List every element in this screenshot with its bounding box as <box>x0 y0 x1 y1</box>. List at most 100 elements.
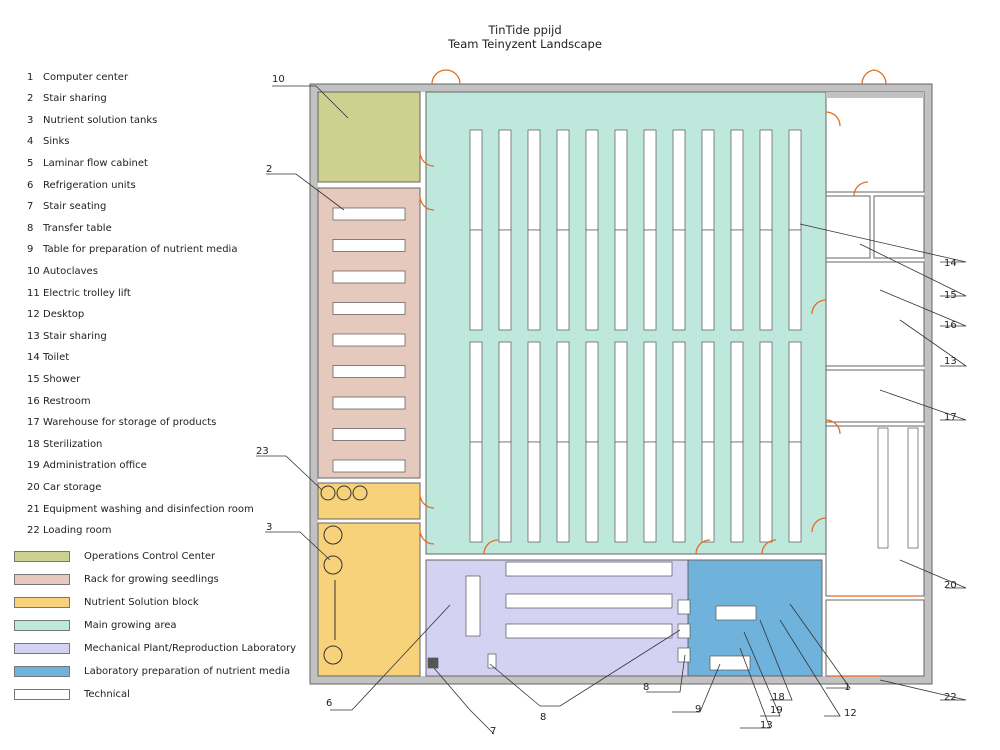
zone-label: Rack for growing seedlings <box>84 573 219 585</box>
legend-label: Stair sharing <box>43 93 107 105</box>
growing-rack <box>788 441 802 543</box>
legend-number: 6 <box>27 179 34 191</box>
legend-number: 15 <box>27 373 40 385</box>
growing-rack <box>498 341 512 443</box>
legend-number: 5 <box>27 157 34 169</box>
callout: 13 <box>944 356 957 367</box>
growing-rack <box>527 229 541 331</box>
growing-rack <box>759 229 773 331</box>
legend-label: Nutrient solution tanks <box>43 114 158 126</box>
growing-rack <box>469 129 483 231</box>
callout: 23 <box>256 446 269 457</box>
zone-nutrient-23 <box>317 482 421 520</box>
growing-rack <box>759 341 773 443</box>
growing-rack <box>614 229 628 331</box>
zone-label: Laboratory preparation of nutrient media <box>84 665 291 677</box>
zone-reproduction-lab <box>425 559 689 677</box>
growing-rack <box>672 229 686 331</box>
growing-rack <box>614 341 628 443</box>
growing-rack <box>672 129 686 231</box>
callout: 12 <box>844 708 857 719</box>
zone-operations-control <box>317 91 421 183</box>
growing-rack <box>556 229 570 331</box>
seedling-racks <box>332 207 406 473</box>
growing-rack <box>788 341 802 443</box>
zone-legend-item: Technical <box>14 687 130 701</box>
legend-label: Restroom <box>43 395 91 407</box>
growing-rack <box>585 441 599 543</box>
legend-label: Warehouse for storage of products <box>43 417 217 429</box>
growing-rack <box>643 341 657 443</box>
growing-rack <box>556 341 570 443</box>
callout: 14 <box>944 258 957 269</box>
plan-subtitle: Team Teinyzent Landscape <box>448 37 602 51</box>
growing-rack <box>614 441 628 543</box>
legend-label: Sterilization <box>43 438 103 450</box>
legend-number: 16 <box>27 395 40 407</box>
legend-label: Loading room <box>43 525 112 537</box>
legend-number: 20 <box>27 481 40 493</box>
callout: 19 <box>770 705 783 716</box>
legend-item: 1 Computer center <box>27 70 128 84</box>
growing-rack <box>701 229 715 331</box>
growing-rack <box>788 229 802 331</box>
plan-title: TinTide ppijd <box>488 23 562 37</box>
legend-number: 19 <box>27 460 40 472</box>
zone-swatch <box>14 642 70 654</box>
growing-rack <box>498 229 512 331</box>
callout: 10 <box>272 74 285 85</box>
zone-swatch <box>14 596 70 608</box>
callout: 9 <box>695 704 701 715</box>
legend-number: 17 <box>27 417 40 429</box>
zone-swatch <box>14 619 70 631</box>
legend-number: 13 <box>27 330 40 342</box>
seedling-rack <box>332 428 406 441</box>
zone-legend-item: Operations Control Center <box>14 549 215 563</box>
growing-rack <box>527 341 541 443</box>
seedling-rack <box>332 365 406 378</box>
legend-number: 18 <box>27 438 40 450</box>
seedling-rack <box>332 333 406 347</box>
legend-number: 4 <box>27 136 34 148</box>
legend-label: Administration office <box>43 460 147 472</box>
nutrient-tanks <box>320 485 368 665</box>
legend-label: Equipment washing and disinfection room <box>43 503 254 515</box>
growing-rack <box>556 129 570 231</box>
legend-item: 4 Sinks <box>27 135 69 149</box>
growing-rack <box>527 441 541 543</box>
growing-rack <box>672 441 686 543</box>
legend-label: Sinks <box>43 136 70 148</box>
growing-rack <box>730 229 744 331</box>
growing-rack <box>643 129 657 231</box>
callout: 8 <box>540 712 546 723</box>
callout: 20 <box>944 580 957 591</box>
legend-label: Shower <box>43 373 81 385</box>
growing-rack <box>585 341 599 443</box>
growing-rack <box>788 129 802 231</box>
callout: 3 <box>266 522 272 533</box>
zone-legend-item: Nutrient Solution block <box>14 595 199 609</box>
callout: 17 <box>944 412 957 423</box>
growing-rack <box>585 229 599 331</box>
growing-rack <box>585 129 599 231</box>
callout: 6 <box>326 698 332 709</box>
growing-rack <box>672 341 686 443</box>
callout: 2 <box>266 164 272 175</box>
legend-label: Computer center <box>43 71 129 83</box>
zone-swatch <box>14 550 70 562</box>
legend-number: 11 <box>27 287 40 299</box>
technical-rooms <box>825 91 925 677</box>
zone-legend-item: Main growing area <box>14 618 177 632</box>
legend-number: 1 <box>27 71 34 83</box>
